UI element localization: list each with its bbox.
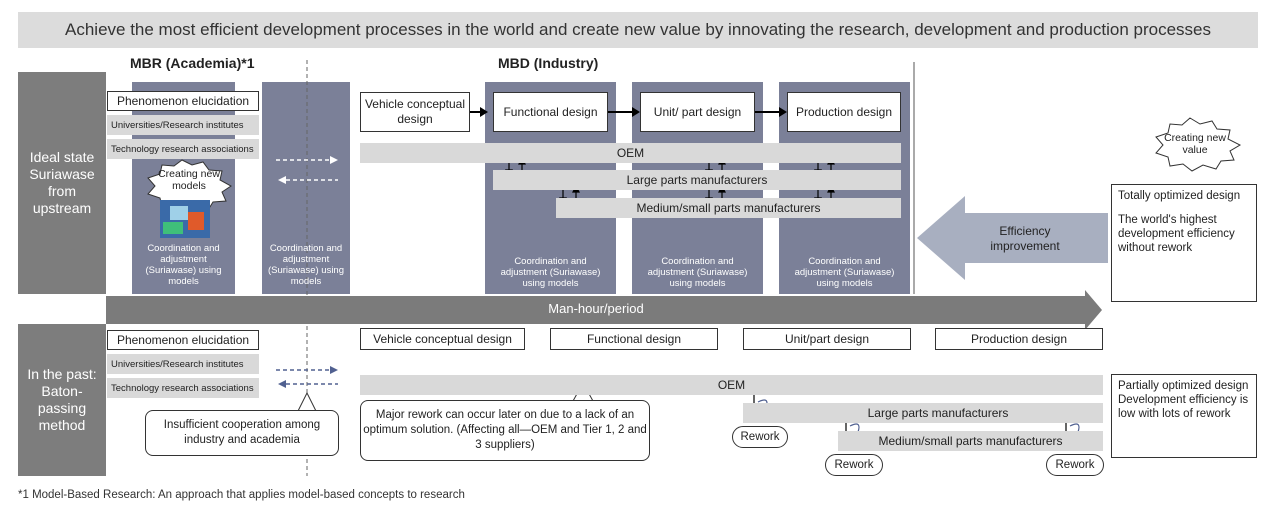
- past-label-text: In the past: Baton-passing method: [27, 366, 97, 433]
- partially-optimized-box: Partially optimized design Development e…: [1111, 374, 1257, 458]
- page-title: Achieve the most efficient development p…: [18, 12, 1258, 48]
- bottom-medium-parts-bar: Medium/small parts manufacturers: [838, 431, 1103, 451]
- bottom-oem-bar: OEM: [360, 375, 1103, 395]
- bottom-universities-bar: Universities/Research institutes: [107, 354, 259, 374]
- functional-design-box: Functional design: [493, 92, 608, 132]
- major-rework-callout: Major rework can occur later on due to a…: [360, 400, 650, 461]
- coord-production-text: Coordination and adjustment (Suriawase) …: [794, 256, 895, 289]
- large-parts-bar: Large parts manufacturers: [493, 170, 901, 190]
- bottom-technology-bar: Technology research associations: [107, 378, 259, 398]
- bottom-production-design-box: Production design: [935, 328, 1103, 350]
- phenomenon-box: Phenomenon elucidation: [107, 91, 259, 111]
- rework-callout-2: Rework: [825, 454, 883, 476]
- highest-efficiency-text: The world's highest development efficien…: [1118, 214, 1235, 254]
- unit-design-box: Unit/ part design: [640, 92, 755, 132]
- insufficient-callout: Insufficient cooperation among industry …: [145, 410, 339, 456]
- bottom-functional-design-box: Functional design: [550, 328, 718, 350]
- creating-value-label: Creating new value: [1164, 132, 1226, 156]
- rework-callout-3: Rework: [1046, 454, 1104, 476]
- past-label: In the past: Baton-passing method: [18, 324, 106, 476]
- bottom-vehicle-design-box: Vehicle conceptual design: [360, 328, 525, 350]
- coordination-column: [262, 82, 350, 294]
- totally-optimized-box: Totally optimized design The world's hig…: [1111, 184, 1257, 302]
- efficiency-label: Efficiency improvement: [990, 224, 1060, 253]
- vehicle-design-box: Vehicle conceptual design: [360, 92, 470, 132]
- mbd-heading: MBD (Industry): [498, 55, 599, 71]
- coord-mbr-text: Coordination and adjustment (Suriawase) …: [145, 243, 222, 287]
- medium-parts-bar: Medium/small parts manufacturers: [556, 198, 901, 218]
- bottom-unit-design-box: Unit/part design: [743, 328, 911, 350]
- manhour-label: Man-hour/period: [548, 301, 644, 316]
- creating-models-label: Creating new models: [158, 168, 220, 192]
- bottom-phenomenon-box: Phenomenon elucidation: [107, 330, 259, 350]
- technology-bar: Technology research associations: [107, 139, 259, 159]
- production-design-box: Production design: [787, 92, 901, 132]
- coord-functional-text: Coordination and adjustment (Suriawase) …: [500, 256, 601, 289]
- oem-bar: OEM: [360, 143, 901, 163]
- footnote: *1 Model-Based Research: An approach tha…: [18, 489, 465, 501]
- universities-bar: Universities/Research institutes: [107, 115, 259, 135]
- totally-optimized-text: Totally optimized design: [1118, 190, 1241, 202]
- bottom-large-parts-bar: Large parts manufacturers: [743, 403, 1103, 423]
- ideal-state-label: Ideal state Suriawase from upstream: [18, 72, 106, 294]
- ideal-state-text: Ideal state Suriawase from upstream: [29, 149, 95, 216]
- rework-callout-1: Rework: [732, 426, 788, 448]
- coord-unit-text: Coordination and adjustment (Suriawase) …: [647, 256, 748, 289]
- mbr-heading: MBR (Academia)*1: [130, 55, 255, 71]
- coord-col2-text: Coordination and adjustment (Suriawase) …: [267, 243, 345, 287]
